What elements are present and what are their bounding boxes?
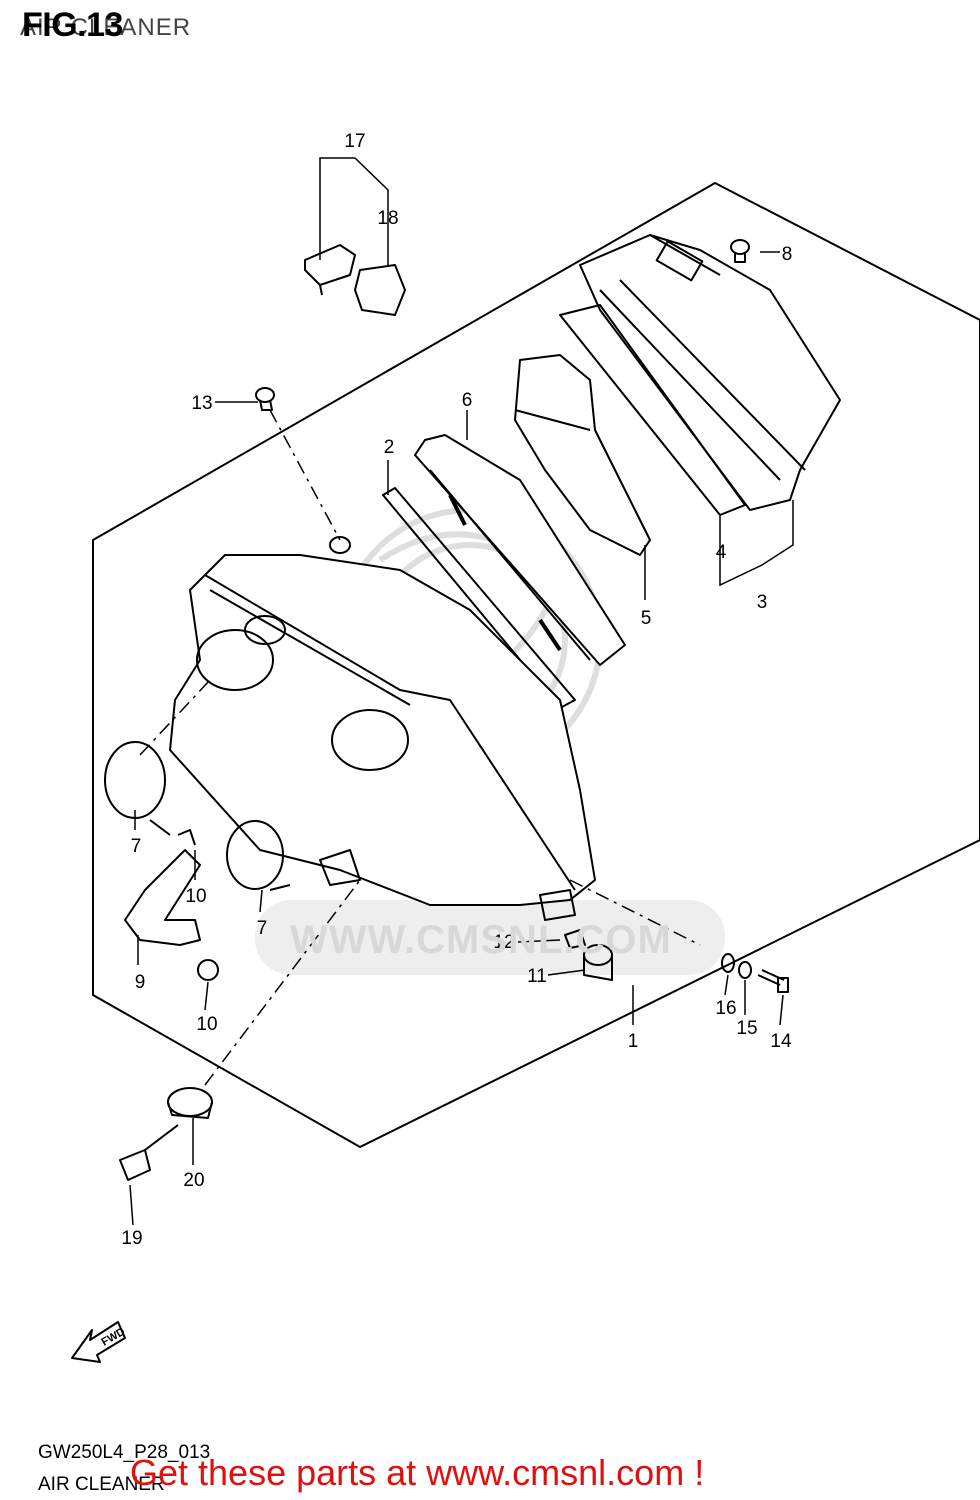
assembly-frame xyxy=(92,181,980,1149)
callout-7-upper: 7 xyxy=(131,836,142,857)
callout-10-upper: 10 xyxy=(185,886,206,907)
air-cleaner-case xyxy=(169,536,596,921)
mounting-bolt xyxy=(757,969,789,993)
intake-duct xyxy=(514,354,651,556)
leader-lines xyxy=(129,157,794,1226)
callout-16: 16 xyxy=(715,998,736,1019)
promo-link[interactable]: Get these parts at www.cmsnl.com ! xyxy=(130,1452,705,1493)
callout-15: 15 xyxy=(736,1018,757,1039)
callout-6: 6 xyxy=(462,390,473,411)
hose-clip-upper xyxy=(177,829,196,846)
callout-group: 1 2 3 4 5 6 7 7 8 9 10 10 11 12 13 14 15… xyxy=(121,131,792,1249)
callout-3: 3 xyxy=(757,592,768,613)
callout-10-lower: 10 xyxy=(196,1014,217,1035)
temperature-sensor xyxy=(119,1124,179,1181)
hose-clip-lower xyxy=(197,959,219,981)
callout-20: 20 xyxy=(183,1170,204,1191)
drain-plug xyxy=(583,944,613,981)
element-gasket xyxy=(382,487,576,709)
callout-18: 18 xyxy=(377,208,398,229)
callout-8: 8 xyxy=(782,244,793,265)
lock-washer xyxy=(738,961,752,979)
grommet xyxy=(167,1087,213,1119)
sensor-cover xyxy=(354,264,406,316)
callout-5: 5 xyxy=(641,608,652,629)
callout-17: 17 xyxy=(344,131,365,152)
callout-9: 9 xyxy=(135,972,146,993)
air-cleaner-cap xyxy=(579,234,841,511)
callout-2: 2 xyxy=(384,437,395,458)
plug-clip xyxy=(564,929,586,949)
top-screw xyxy=(255,387,275,411)
callout-14: 14 xyxy=(770,1031,792,1052)
reference-name: AIR CLEANER xyxy=(38,1474,165,1495)
callout-13: 13 xyxy=(191,393,212,414)
figure-title: FIG.13 xyxy=(22,6,123,44)
callout-19: 19 xyxy=(121,1228,142,1249)
clamp-upper xyxy=(104,741,171,836)
callout-7-lower: 7 xyxy=(257,918,268,939)
cap-screw xyxy=(730,239,750,263)
filter-element xyxy=(414,434,626,666)
drain-hose xyxy=(124,849,201,946)
figure-subtitle: AIR CLEANER xyxy=(20,14,192,41)
callout-1: 1 xyxy=(628,1031,639,1052)
forward-arrow xyxy=(71,1321,126,1363)
clamp-lower xyxy=(226,820,291,891)
callout-4: 4 xyxy=(716,542,727,563)
intake-air-sensor xyxy=(304,244,356,296)
callout-11: 11 xyxy=(527,966,547,987)
washer xyxy=(721,953,735,973)
watermark-url: WWW.CMSNL.COM xyxy=(290,918,672,962)
cap-gasket xyxy=(559,304,746,516)
reference-code: GW250L4_P28_013 xyxy=(38,1442,211,1463)
callout-12: 12 xyxy=(493,932,514,953)
